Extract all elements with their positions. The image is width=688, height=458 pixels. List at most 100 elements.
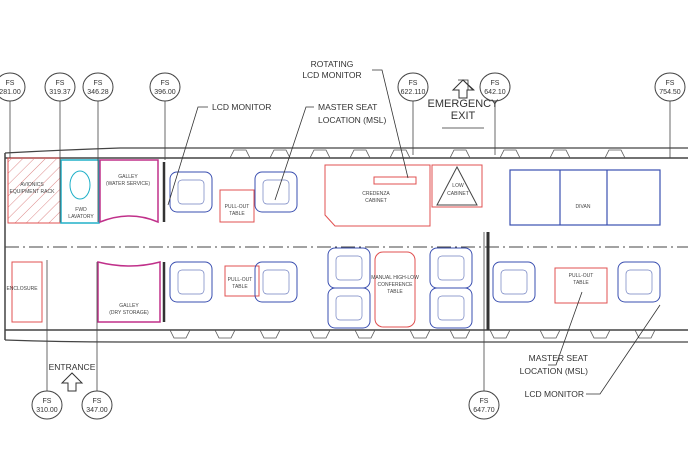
galley-water-label-2: (WATER SERVICE)	[106, 181, 150, 187]
station-marker-fs-754: FS 754.50	[654, 72, 686, 158]
station-prefix: FS	[491, 80, 500, 87]
pullout-2-label-1: PULL-OUT	[228, 277, 253, 283]
lav-label-1: FWD	[75, 207, 87, 213]
window	[409, 329, 431, 339]
station-value: 622.110	[401, 89, 426, 96]
forward-lavatory	[60, 159, 100, 224]
rotating-lcd-callout-line1: ROTATING	[311, 59, 354, 69]
divan	[509, 169, 661, 226]
galley-dry-label-1: GALLEY	[119, 303, 139, 309]
low-cabinet-label-1: LOW	[452, 183, 464, 189]
station-prefix: FS	[93, 398, 102, 405]
pull-out-table-bottom	[224, 265, 260, 297]
seat	[254, 261, 298, 303]
msl-bottom-line2: LOCATION (MSL)	[520, 366, 588, 376]
pullout-1-label-2: TABLE	[229, 211, 245, 217]
avionics-label-1: AVIONICS	[20, 182, 44, 188]
avionics-rack	[7, 157, 61, 224]
window	[449, 149, 471, 159]
conference-label-2: CONFERENCE	[377, 282, 413, 288]
station-value: 754.50	[659, 89, 681, 96]
window	[389, 149, 411, 159]
window	[354, 329, 376, 339]
pullout-1-label-1: PULL-OUT	[225, 204, 250, 210]
seat	[617, 261, 661, 303]
station-value: 347.00	[86, 407, 108, 414]
station-value: 281.00	[0, 89, 21, 96]
galley-dry-label-2: (DRY STORAGE)	[109, 310, 149, 316]
low-cabinet-label-2: CABINET	[447, 191, 469, 197]
fuselage-stations: FS281.00FS319.37FS346.28FS396.00FS622.11…	[0, 72, 686, 420]
lcd-monitor-callout: LCD MONITOR	[212, 102, 271, 112]
station-prefix: FS	[94, 80, 103, 87]
station-marker-fs-346: FS 346.28	[82, 72, 114, 222]
window	[229, 149, 251, 159]
seat	[429, 247, 473, 289]
seats	[169, 171, 661, 329]
emergency-exit-label-line2: EXIT	[451, 110, 476, 122]
conference-table	[374, 251, 416, 328]
station-marker-fs-319: FS 319.37	[44, 72, 76, 222]
divan-label: DIVAN	[576, 204, 591, 210]
window	[309, 149, 331, 159]
galley-water-service	[99, 159, 159, 224]
credenza-label-1: CREDENZA	[362, 191, 390, 197]
msl-callout-line1: MASTER SEAT	[318, 102, 377, 112]
pullout-2-label-2: TABLE	[232, 284, 248, 290]
window	[269, 149, 291, 159]
seat	[492, 261, 536, 303]
window	[539, 329, 561, 339]
station-value: 319.37	[49, 89, 71, 96]
window	[449, 329, 471, 339]
window	[214, 329, 236, 339]
window	[499, 149, 521, 159]
msl-callout-line2: LOCATION (MSL)	[318, 115, 386, 125]
pullout-3-label-1: PULL-OUT	[569, 273, 594, 279]
station-value: 396.00	[154, 89, 176, 96]
window	[489, 329, 511, 339]
station-prefix: FS	[56, 80, 65, 87]
station-value: 647.70	[473, 407, 495, 414]
lav-label-2: LAVATORY	[68, 214, 94, 220]
rotating-lcd-monitor	[373, 176, 417, 185]
station-marker-fs-396: FS 396.00	[149, 72, 181, 160]
pullout-3-label-2: TABLE	[573, 280, 589, 286]
low-cabinet	[431, 164, 483, 208]
emergency-exit-label-line1: EMERGENCY	[428, 98, 500, 110]
entrance-label: ENTRANCE	[49, 362, 96, 372]
station-marker-fs-347: FS 347.00	[81, 262, 113, 420]
station-value: 346.28	[87, 89, 109, 96]
window	[169, 329, 191, 339]
station-prefix: FS	[480, 398, 489, 405]
station-marker-fs-642: FS 642.10	[479, 72, 511, 155]
enclosure-label: ENCLOSURE	[6, 286, 38, 292]
lcd-monitor-bottom-callout: LCD MONITOR	[525, 389, 584, 399]
window	[634, 329, 656, 339]
avionics-label-2: EQUIPMENT RACK	[10, 189, 56, 195]
seat	[327, 287, 371, 329]
seat	[169, 261, 213, 303]
station-prefix: FS	[666, 80, 675, 87]
emergency-exit-arrow-icon	[451, 79, 475, 99]
station-value: 310.00	[36, 407, 58, 414]
pull-out-table-top	[219, 189, 255, 223]
station-marker-fs-647: FS 647.70	[468, 232, 500, 420]
station-value: 642.10	[484, 89, 506, 96]
window	[309, 329, 331, 339]
entrance-arrow-icon	[60, 372, 84, 392]
window	[549, 149, 571, 159]
enclosure	[11, 261, 43, 323]
window	[259, 329, 281, 339]
conference-label-1: MANUAL HIGH-LOW	[371, 275, 419, 281]
seat	[254, 171, 298, 213]
credenza-label-2: CABINET	[365, 198, 387, 204]
rotating-lcd-callout-line2: LCD MONITOR	[302, 70, 361, 80]
galley-dry-storage	[97, 261, 161, 323]
seat	[327, 247, 371, 289]
station-prefix: FS	[161, 80, 170, 87]
credenza-cabinet	[324, 164, 431, 227]
